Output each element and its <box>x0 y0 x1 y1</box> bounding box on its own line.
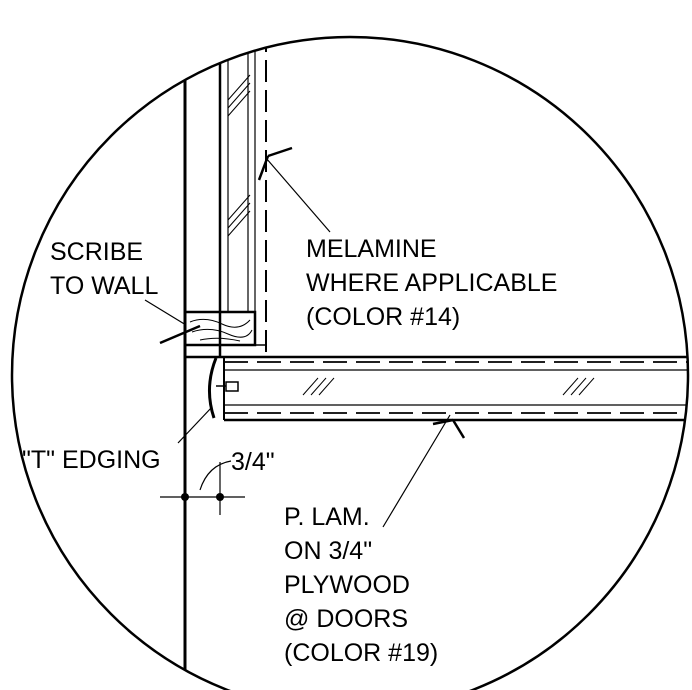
t-edging-label: "T" EDGING <box>22 446 161 474</box>
dimension-label: 3/4" <box>231 448 275 476</box>
leader-plam <box>382 414 466 528</box>
door-panel <box>223 357 688 422</box>
scribe-block <box>183 310 688 359</box>
leader-t-edging <box>177 406 213 444</box>
plam-label: P. LAM. ON 3/4" PLYWOOD @ DOORS (COLOR #… <box>284 503 438 667</box>
scribe-label: SCRIBE TO WALL <box>50 238 158 300</box>
melamine-label: MELAMINE WHERE APPLICABLE (COLOR #14) <box>306 235 564 331</box>
leader-melamine <box>257 146 331 233</box>
leader-scribe <box>144 299 201 345</box>
detail-circle <box>10 35 690 690</box>
t-edging <box>208 357 239 419</box>
dimension-marks <box>160 460 245 515</box>
